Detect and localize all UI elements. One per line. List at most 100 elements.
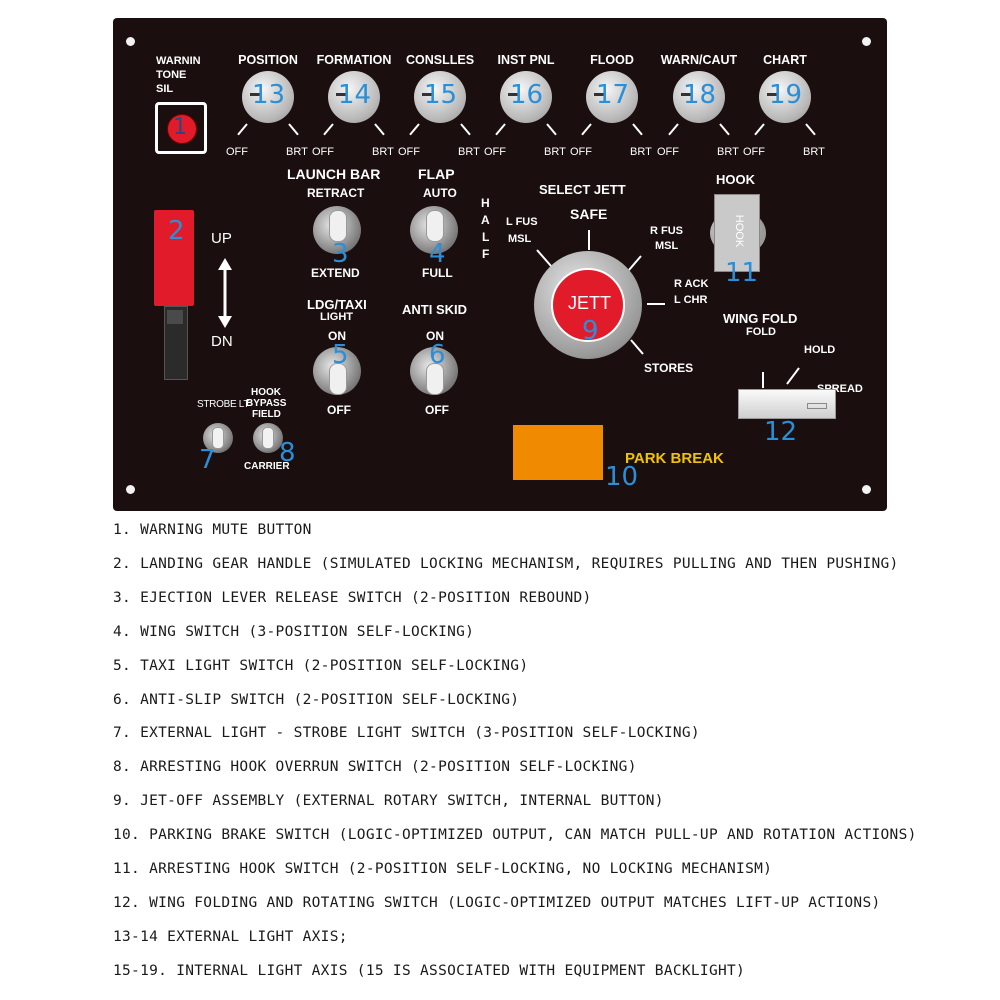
toggle-bat	[262, 427, 274, 449]
park-brake-handle[interactable]	[513, 425, 603, 480]
legend-item: 15-19. INTERNAL LIGHT AXIS (15 IS ASSOCI…	[113, 962, 746, 979]
wing-fold-position-ticks	[762, 367, 800, 388]
jett-rfus-label: R FUS	[650, 225, 683, 237]
wing-fold-handle-slot	[807, 403, 827, 409]
legend-item: 1. WARNING MUTE BUTTON	[113, 522, 312, 538]
ldg-taxi-on-label: ON	[328, 329, 346, 343]
knob-off-tick	[409, 123, 420, 136]
item-number-4: 4	[429, 239, 446, 269]
ldg-taxi-light-switch[interactable]	[313, 347, 361, 395]
jett-button[interactable]	[551, 268, 625, 342]
light-knob[interactable]	[242, 71, 294, 123]
jett-safe-label: SAFE	[570, 206, 608, 222]
legend-item: 5. TAXI LIGHT SWITCH (2-POSITION SELF-LO…	[113, 657, 529, 674]
anti-skid-title: ANTI SKID	[402, 302, 467, 317]
hook-handle[interactable]	[714, 194, 760, 272]
item-number: 17	[596, 80, 630, 110]
item-number: 19	[769, 80, 803, 110]
flap-auto-label: AUTO	[423, 186, 457, 200]
launch-bar-title: LAUNCH BAR	[287, 166, 381, 182]
light-knob[interactable]	[414, 71, 466, 123]
hook-title: HOOK	[716, 172, 755, 187]
knob-brt-label: BRT	[544, 146, 566, 158]
legend-item: 10. PARKING BRAKE SWITCH (LOGIC-OPTIMIZE…	[113, 827, 917, 844]
jett-rfus-msl-label: MSL	[655, 240, 679, 252]
flap-half-a: A	[481, 213, 490, 227]
landing-gear-handle[interactable]	[154, 210, 194, 306]
knob-brt-tick	[805, 123, 816, 136]
jett-lchr-label: L CHR	[674, 294, 708, 306]
landing-gear-slot	[167, 310, 183, 324]
warning-tone-label-2: TONE	[156, 69, 187, 81]
light-knob[interactable]	[673, 71, 725, 123]
launch-bar-switch[interactable]	[313, 206, 361, 254]
legend-item: 7. EXTERNAL LIGHT - STROBE LIGHT SWITCH …	[113, 725, 700, 742]
jett-lfus-msl-label: MSL	[508, 233, 532, 245]
knob-off-tick	[668, 123, 679, 136]
anti-skid-switch[interactable]	[410, 347, 458, 395]
select-jett-title: SELECT JETT	[539, 182, 626, 197]
anti-skid-on-label: ON	[426, 329, 444, 343]
item-number-1: 1	[173, 115, 187, 140]
strobe-light-switch[interactable]	[203, 423, 233, 453]
ldg-taxi-light-label: LIGHT	[320, 311, 353, 323]
knob-pointer	[336, 93, 346, 96]
hook-bypass-switch[interactable]	[253, 423, 283, 453]
jett-position-ticks	[536, 230, 665, 355]
flap-half-f: F	[482, 247, 490, 261]
screw	[862, 485, 871, 494]
wing-fold-fold-label: FOLD	[746, 326, 776, 338]
legend-item: 13-14 EXTERNAL LIGHT AXIS;	[113, 928, 348, 945]
knob-brt-label: BRT	[286, 146, 308, 158]
knob-pointer	[681, 93, 691, 96]
ldg-taxi-title: LDG/TAXI	[307, 297, 367, 312]
item-number-3: 3	[332, 239, 349, 269]
anti-skid-off-label: OFF	[425, 403, 449, 417]
hook-bypass-field-label: FIELD	[252, 409, 281, 420]
toggle-bat	[426, 363, 444, 395]
item-number-10: 10	[605, 462, 639, 492]
legend-item: 4. WING SWITCH (3-POSITION SELF-LOCKING)	[113, 623, 475, 640]
item-number: 15	[424, 80, 458, 110]
knob-brt-tick	[719, 123, 730, 136]
flap-title: FLAP	[418, 166, 455, 182]
wing-fold-handle[interactable]	[738, 389, 836, 419]
item-number-8: 8	[279, 438, 296, 468]
knob-label: FLOOD	[590, 53, 634, 67]
legend-item: 2. LANDING GEAR HANDLE (SIMULATED LOCKIN…	[113, 555, 899, 572]
gear-up-label: UP	[211, 230, 232, 247]
knob-off-tick	[237, 123, 248, 136]
strobe-lt-label: STROBE LT	[197, 399, 250, 410]
knob-label: INST PNL	[497, 53, 555, 67]
knob-off-label: OFF	[657, 146, 679, 158]
hook-handle-label: HOOK	[733, 214, 746, 248]
wing-fold-title: WING FOLD	[723, 311, 798, 326]
knob-off-label: OFF	[743, 146, 765, 158]
flap-half-l: L	[482, 230, 490, 244]
item-number: 13	[252, 80, 286, 110]
knob-label: FORMATION	[316, 53, 392, 67]
tick-lfus	[536, 249, 552, 267]
light-knob[interactable]	[759, 71, 811, 123]
screw	[126, 485, 135, 494]
knob-pointer	[508, 93, 518, 96]
knob-brt-label: BRT	[372, 146, 394, 158]
light-knob[interactable]	[328, 71, 380, 123]
item-number: 16	[510, 80, 544, 110]
knob-off-label: OFF	[226, 146, 248, 158]
knob-pointer	[767, 93, 777, 96]
knob-off-label: OFF	[484, 146, 506, 158]
knob-off-tick	[754, 123, 765, 136]
flap-switch[interactable]	[410, 206, 458, 254]
light-knob[interactable]	[586, 71, 638, 123]
warning-mute-button[interactable]	[155, 102, 207, 154]
light-knob[interactable]	[500, 71, 552, 123]
tick-rfus	[628, 255, 642, 271]
knob-off-tick	[581, 123, 592, 136]
park-brake-label: PARK BREAK	[625, 450, 724, 467]
legend-item: 9. JET-OFF ASSEMBLY (EXTERNAL ROTARY SWI…	[113, 793, 664, 810]
legend-item: 8. ARRESTING HOOK OVERRUN SWITCH (2-POSI…	[113, 759, 637, 776]
knob-label: WARN/CAUT	[660, 53, 738, 67]
item-number-12: 12	[764, 417, 798, 447]
